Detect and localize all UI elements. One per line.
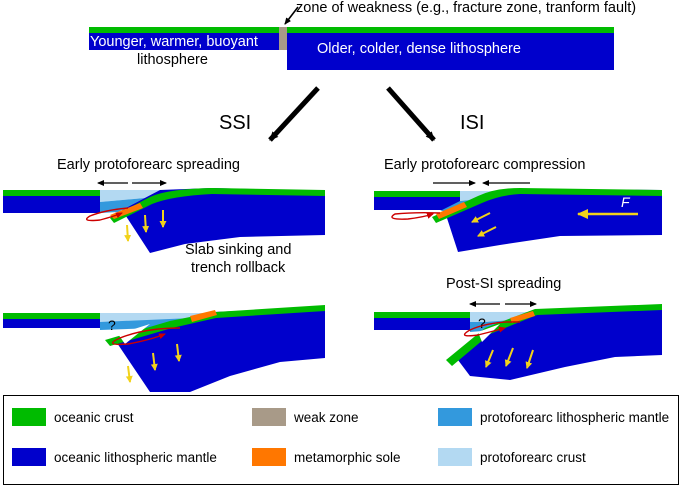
ssi-early-title: Early protoforearc spreading [57, 157, 240, 173]
isi-late-overriding-mantle [374, 318, 470, 330]
older-lithosphere-crust [287, 27, 614, 33]
ssi-early-sinking-arrow-2 [142, 214, 150, 233]
ssi-late-panel [3, 305, 325, 392]
legend-label: protoforearc crust [480, 449, 586, 465]
legend-label: protoforearc lithospheric mantle [480, 409, 670, 425]
metamorphic-sole-swatch [252, 448, 286, 466]
isi-late-overriding-crust [374, 312, 470, 318]
ssi-branch-label: SSI [219, 112, 252, 134]
older-lithosphere-label: Older, colder, dense lithosphere [317, 41, 521, 57]
legend-item-oceanic-crust: oceanic crust [12, 408, 134, 426]
isi-early-push-arrow-2 [477, 226, 497, 237]
protoforearc-crust-swatch [438, 448, 472, 466]
isi-late-mantle-flow [463, 321, 521, 337]
ssi-late-sinking-arrow-3 [174, 343, 182, 362]
branch-arrow-ssi [268, 86, 320, 142]
ssi-early-sinking-arrow-1 [124, 224, 132, 242]
ssi-early-slab-crust [110, 188, 325, 223]
isi-late-metamorphic-sole [510, 311, 535, 323]
weak-zone-label: zone of weakness (e.g., fracture zone, t… [296, 0, 637, 16]
isi-late-sinking-arrow-1 [485, 349, 494, 368]
isi-late-sinking-arrow-3 [525, 349, 534, 369]
force-label: F [621, 194, 630, 210]
legend-label: metamorphic sole [294, 449, 401, 465]
ssi-late-overriding-mantle [3, 319, 100, 328]
ssi-late-mantle-flow [111, 327, 181, 346]
ssi-late-sinking-arrow-2 [150, 352, 158, 371]
younger-lithosphere-label: Younger, warmer, buoyant [90, 34, 258, 50]
ssi-early-overriding-mantle [3, 196, 100, 213]
ssi-late-overriding-crust [3, 313, 100, 319]
ssi-late-question-mark: ? [108, 317, 116, 333]
isi-early-push-arrow-1 [471, 212, 491, 223]
ssi-early-overriding-crust [3, 190, 100, 196]
weak-zone-swatch [252, 408, 286, 426]
ssi-caption-line1: Slab sinking and [185, 242, 292, 258]
isi-post-title: Post-SI spreading [446, 276, 562, 292]
isi-early-title: Early protoforearc compression [384, 157, 586, 173]
legend-label: weak zone [294, 409, 359, 425]
legend-label: oceanic lithospheric mantle [54, 449, 217, 465]
isi-early-panel [374, 180, 662, 252]
younger-lithosphere-label-line2: lithosphere [137, 52, 208, 68]
isi-late-sinking-arrow-2 [504, 347, 514, 367]
older-lithosphere-mantle [287, 33, 614, 70]
legend-item-oceanic-mantle: oceanic lithospheric mantle [12, 448, 217, 466]
isi-early-slab-crust [432, 188, 662, 223]
legend-item-protoforearc-mantle: protoforearc lithospheric mantle [438, 408, 669, 426]
isi-early-metamorphic-sole [436, 202, 467, 219]
isi-late-gap [478, 324, 500, 342]
legend: oceanic crust weak zone protoforearc lit… [3, 395, 679, 485]
legend-item-weak-zone: weak zone [252, 408, 359, 426]
younger-lithosphere-crust [89, 27, 279, 33]
branch-arrow-isi [386, 86, 436, 142]
legend-item-metamorphic-sole: metamorphic sole [252, 448, 401, 466]
isi-early-overriding-crust [374, 191, 460, 197]
isi-late-question-mark: ? [478, 315, 486, 331]
weak-zone-pointer-arrow [284, 6, 299, 25]
legend-item-protoforearc-crust: protoforearc crust [438, 448, 586, 466]
oceanic-crust-swatch [12, 408, 46, 426]
isi-early-overriding-mantle [374, 197, 460, 210]
isi-late-panel [374, 301, 662, 380]
isi-late-slab-crust [446, 304, 662, 366]
oceanic-mantle-swatch [12, 448, 46, 466]
initial-configuration [89, 6, 614, 70]
legend-label: oceanic crust [54, 409, 134, 425]
ssi-early-slab-mantle [122, 188, 325, 253]
isi-branch-label: ISI [460, 112, 485, 134]
weak-zone-block [279, 27, 287, 50]
protoforearc-mantle-swatch [438, 408, 472, 426]
ssi-early-panel [3, 180, 325, 253]
ssi-late-metamorphic-sole [190, 310, 217, 322]
isi-early-mantle-flow [391, 211, 441, 220]
isi-early-slab-mantle [445, 189, 662, 252]
ssi-early-mantle-flow [86, 207, 129, 222]
ssi-late-sinking-arrow-1 [125, 365, 133, 383]
ssi-early-protoforearc-mantle [100, 198, 145, 213]
ssi-early-protoforearc-crust [100, 190, 160, 202]
younger-lithosphere-mantle [89, 33, 279, 50]
ssi-caption-line2: trench rollback [191, 260, 286, 276]
